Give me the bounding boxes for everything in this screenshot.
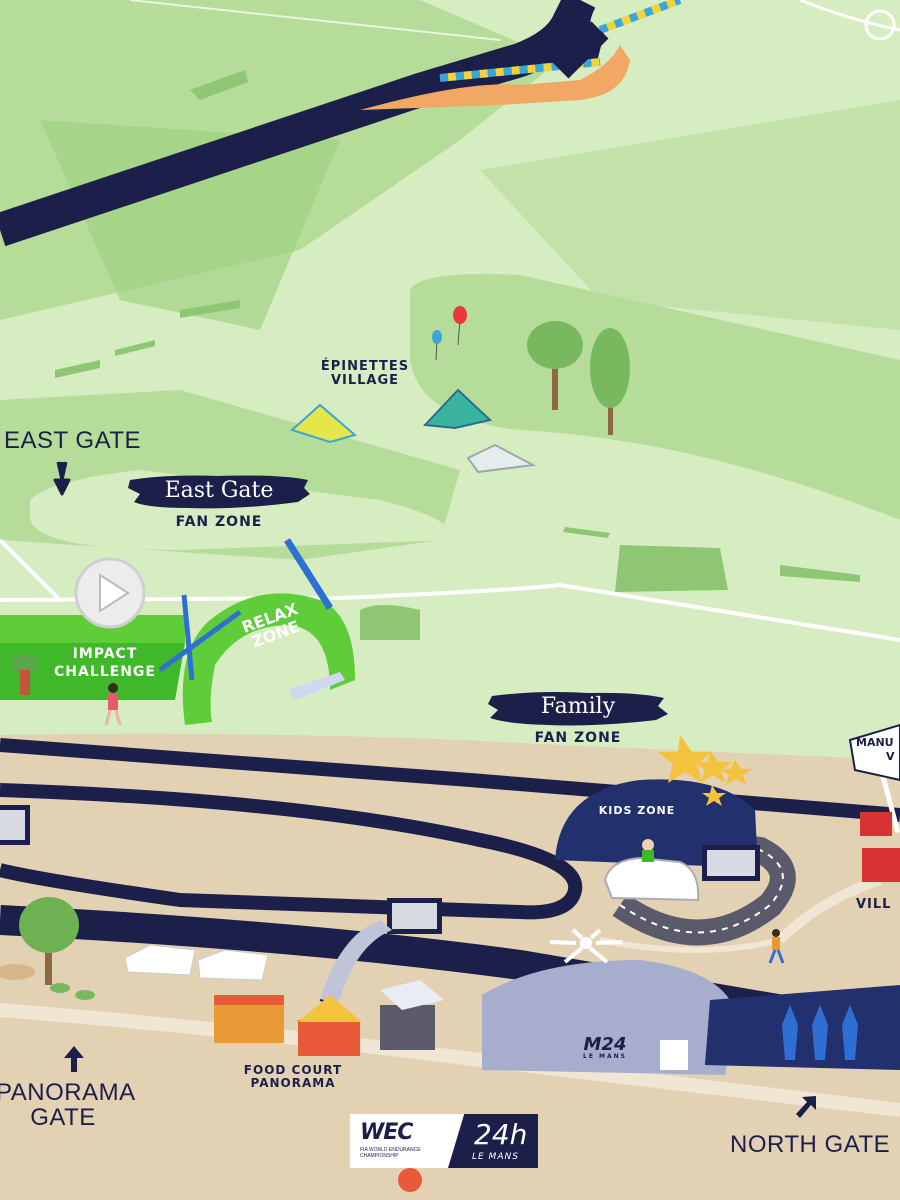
east-gate-arrow-icon — [53, 461, 71, 496]
panorama-gate-line1: PANORAMA — [0, 1079, 136, 1106]
wec-sub-line1: FIA WORLD ENDURANCE — [360, 1147, 421, 1153]
track-loop — [0, 783, 583, 920]
east-gate-fan-zone-title: East Gate — [164, 478, 274, 503]
sign-line2: V — [886, 750, 895, 764]
24h-text: 24h — [474, 1118, 528, 1151]
east-gate-label[interactable]: EAST GATE — [4, 427, 141, 454]
le-mans-text: LE MANS — [472, 1152, 519, 1162]
wec-sub-line2: CHAMPIONSHIP — [360, 1152, 399, 1159]
impact-line2: CHALLENGE — [53, 663, 156, 680]
impact-challenge-sign[interactable]: IMPACT CHALLENGE — [40, 646, 170, 681]
track-lower — [0, 905, 900, 1045]
wec-24h-logo: WEC FIA WORLD ENDURANCE CHAMPIONSHIP 24h… — [350, 1114, 538, 1168]
brush-stroke-family — [488, 692, 668, 726]
sign-line1: MANU — [856, 736, 894, 749]
impact-line1: IMPACT — [72, 646, 138, 662]
panorama-gate-arrow-icon — [64, 1046, 84, 1072]
epinettes-label-line1: ÉPINETTES — [320, 359, 410, 374]
m24-sign-line1: M24 — [583, 1034, 627, 1055]
m24-sign[interactable]: M24 LE MANS — [560, 1036, 650, 1060]
24h-le-mans-logo: 24h LE MANS — [448, 1114, 538, 1168]
east-gate-fan-zone-sub: FAN ZONE — [175, 514, 263, 530]
manufacturers-village-sign[interactable]: MANU V — [856, 736, 900, 765]
runoff-area — [360, 45, 630, 110]
m24-sign-line2: LE MANS — [583, 1053, 627, 1060]
kids-zone-sign[interactable]: KIDS ZONE — [598, 804, 676, 817]
epinettes-label-line2: VILLAGE — [330, 372, 400, 388]
panorama-gate-line2: GATE — [30, 1104, 96, 1132]
track-upper — [0, 738, 900, 822]
epinettes-village-label[interactable]: ÉPINETTES VILLAGE — [300, 360, 430, 387]
family-fan-zone-sub: FAN ZONE — [534, 730, 622, 746]
village-label-partial[interactable]: VILL — [856, 897, 892, 912]
north-gate-label[interactable]: NORTH GATE — [730, 1131, 891, 1158]
family-fan-zone[interactable]: Family FAN ZONE — [488, 690, 668, 752]
food-court-panorama-label[interactable]: FOOD COURT PANORAMA — [218, 1064, 368, 1089]
food-court-line2: PANORAMA — [250, 1075, 336, 1090]
wec-logo-text: WEC — [360, 1120, 413, 1145]
east-gate-fan-zone[interactable]: East Gate FAN ZONE — [128, 472, 310, 542]
wec-logo-sub: FIA WORLD ENDURANCE CHAMPIONSHIP — [360, 1147, 421, 1159]
brush-stroke-east — [128, 475, 310, 509]
family-fan-zone-title: Family — [540, 694, 616, 719]
panorama-gate-label[interactable]: PANORAMA GATE — [0, 1079, 136, 1132]
food-court-line1: FOOD COURT — [243, 1063, 343, 1077]
north-gate-arrow-icon — [796, 1096, 816, 1118]
relax-zone-arch — [182, 593, 355, 725]
